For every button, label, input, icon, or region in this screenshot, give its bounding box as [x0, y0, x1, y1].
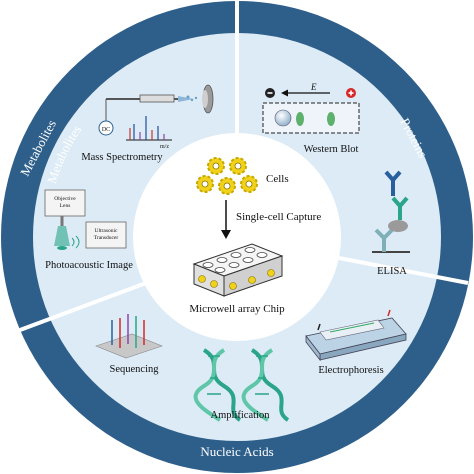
objective-lens-label-2: Lens — [60, 203, 71, 209]
electrophoresis-label: Electrophoresis — [318, 365, 383, 376]
photoacoustic-label: Photoacoustic Image — [45, 260, 133, 271]
microwell-chip-icon — [192, 243, 284, 297]
mass-spec-dc-label: DC — [102, 127, 110, 133]
western-blot-label: Western Blot — [304, 144, 359, 155]
transducer-label-1: Ultrasonic — [95, 228, 118, 234]
dna-rungs — [207, 355, 269, 395]
divider-right — [338, 256, 469, 285]
sequencing-icon — [95, 314, 163, 359]
electrophoresis-icon — [305, 309, 407, 362]
amplification-label: Amplification — [211, 410, 271, 421]
mass-spectrometry-icon — [98, 84, 214, 136]
photoacoustic-icon — [44, 189, 127, 250]
divider-left — [19, 281, 147, 332]
label-nucleic-acids: Nucleic Acids — [200, 444, 273, 459]
mass-spectrometry-label: Mass Spectrometry — [81, 152, 163, 163]
cells-icon — [196, 157, 258, 195]
elisa-icon — [372, 170, 410, 253]
mass-spectrum-plot — [126, 116, 172, 141]
chip-label: Microwell array Chip — [189, 303, 285, 315]
sector-dividers — [19, 1, 469, 332]
western-blot-field-label: E — [310, 82, 317, 92]
center-disc — [133, 133, 341, 341]
transducer-label-2: Transducer — [94, 235, 119, 241]
cells-label: Cells — [266, 173, 289, 185]
objective-lens-label-1: Objective — [54, 196, 76, 202]
elisa-label: ELISA — [377, 266, 407, 277]
western-blot-icon — [262, 88, 360, 134]
sequencing-label: Sequencing — [110, 364, 160, 375]
dna-icon — [193, 348, 290, 422]
capture-label: Single-cell Capture — [236, 211, 321, 223]
mass-spec-axis-label: m/z — [160, 144, 169, 150]
capture-arrow-head — [221, 230, 231, 239]
